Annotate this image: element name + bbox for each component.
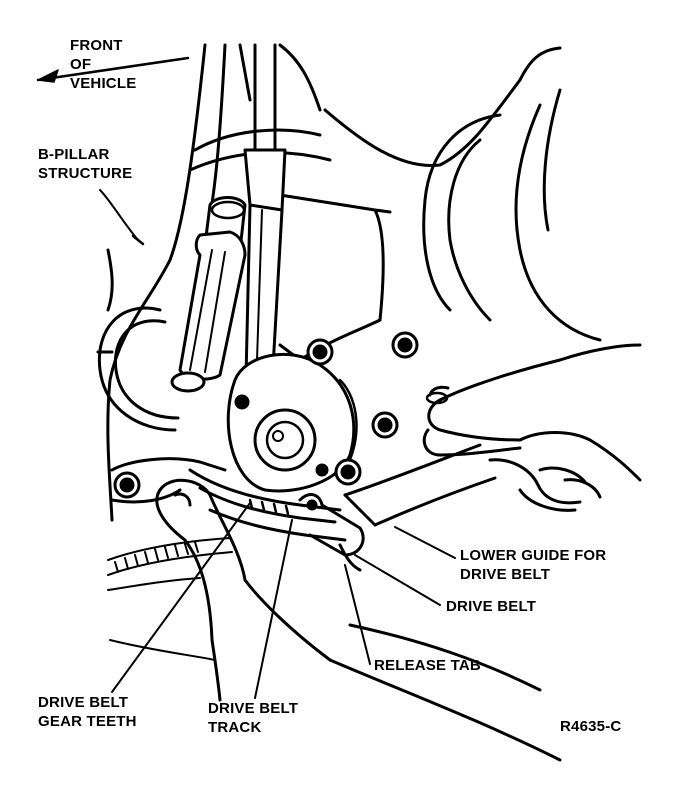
drive-belt-label: DRIVE BELT bbox=[446, 597, 536, 616]
drive-belt-line-1: DRIVE BELT bbox=[446, 598, 537, 615]
wire-harness bbox=[96, 306, 180, 432]
track-line-2: TRACK bbox=[208, 719, 262, 736]
b-pillar-label: B-PILLAR STRUCTURE bbox=[38, 145, 132, 183]
lower-guide bbox=[343, 443, 497, 527]
gear-housing bbox=[226, 352, 358, 493]
release-tab bbox=[298, 493, 365, 572]
front-of-vehicle-line-3: VEHICLE bbox=[70, 75, 137, 92]
release-tab-label: RELEASE TAB bbox=[374, 656, 481, 675]
lower-guide-label: LOWER GUIDE FOR DRIVE BELT bbox=[460, 546, 606, 584]
lower-bracket bbox=[110, 457, 227, 504]
release-tab-line-1: RELEASE TAB bbox=[374, 657, 481, 674]
track-line-1: DRIVE BELT bbox=[208, 700, 299, 717]
front-of-vehicle-line-2: OF bbox=[70, 56, 92, 73]
track-label: DRIVE BELT TRACK bbox=[208, 699, 298, 737]
mounting-bolts bbox=[113, 331, 419, 499]
door-panel bbox=[188, 46, 602, 342]
hand-lower-left bbox=[155, 478, 332, 702]
b-pillar-line-1: B-PILLAR bbox=[38, 146, 110, 163]
door-edge-shading bbox=[107, 537, 233, 661]
front-of-vehicle-label: FRONT OF VEHICLE bbox=[70, 36, 136, 93]
motor-housing bbox=[170, 196, 247, 393]
front-arrow-icon bbox=[36, 56, 190, 83]
b-pillar-line-2: STRUCTURE bbox=[38, 165, 133, 182]
door-sill bbox=[328, 623, 562, 762]
gear-teeth-line-1: DRIVE BELT bbox=[38, 694, 129, 711]
lower-guide-line-1: LOWER GUIDE FOR bbox=[460, 547, 607, 564]
front-of-vehicle-line-1: FRONT bbox=[70, 37, 123, 54]
hand-right bbox=[422, 343, 642, 512]
lower-guide-line-2: DRIVE BELT bbox=[460, 566, 551, 583]
gear-teeth-line-2: GEAR TEETH bbox=[38, 713, 137, 730]
leader-lines bbox=[99, 189, 456, 699]
motor-bracket bbox=[278, 193, 392, 362]
figure-code: R4635-C bbox=[560, 718, 622, 735]
gear-teeth-label: DRIVE BELT GEAR TEETH bbox=[38, 693, 137, 731]
